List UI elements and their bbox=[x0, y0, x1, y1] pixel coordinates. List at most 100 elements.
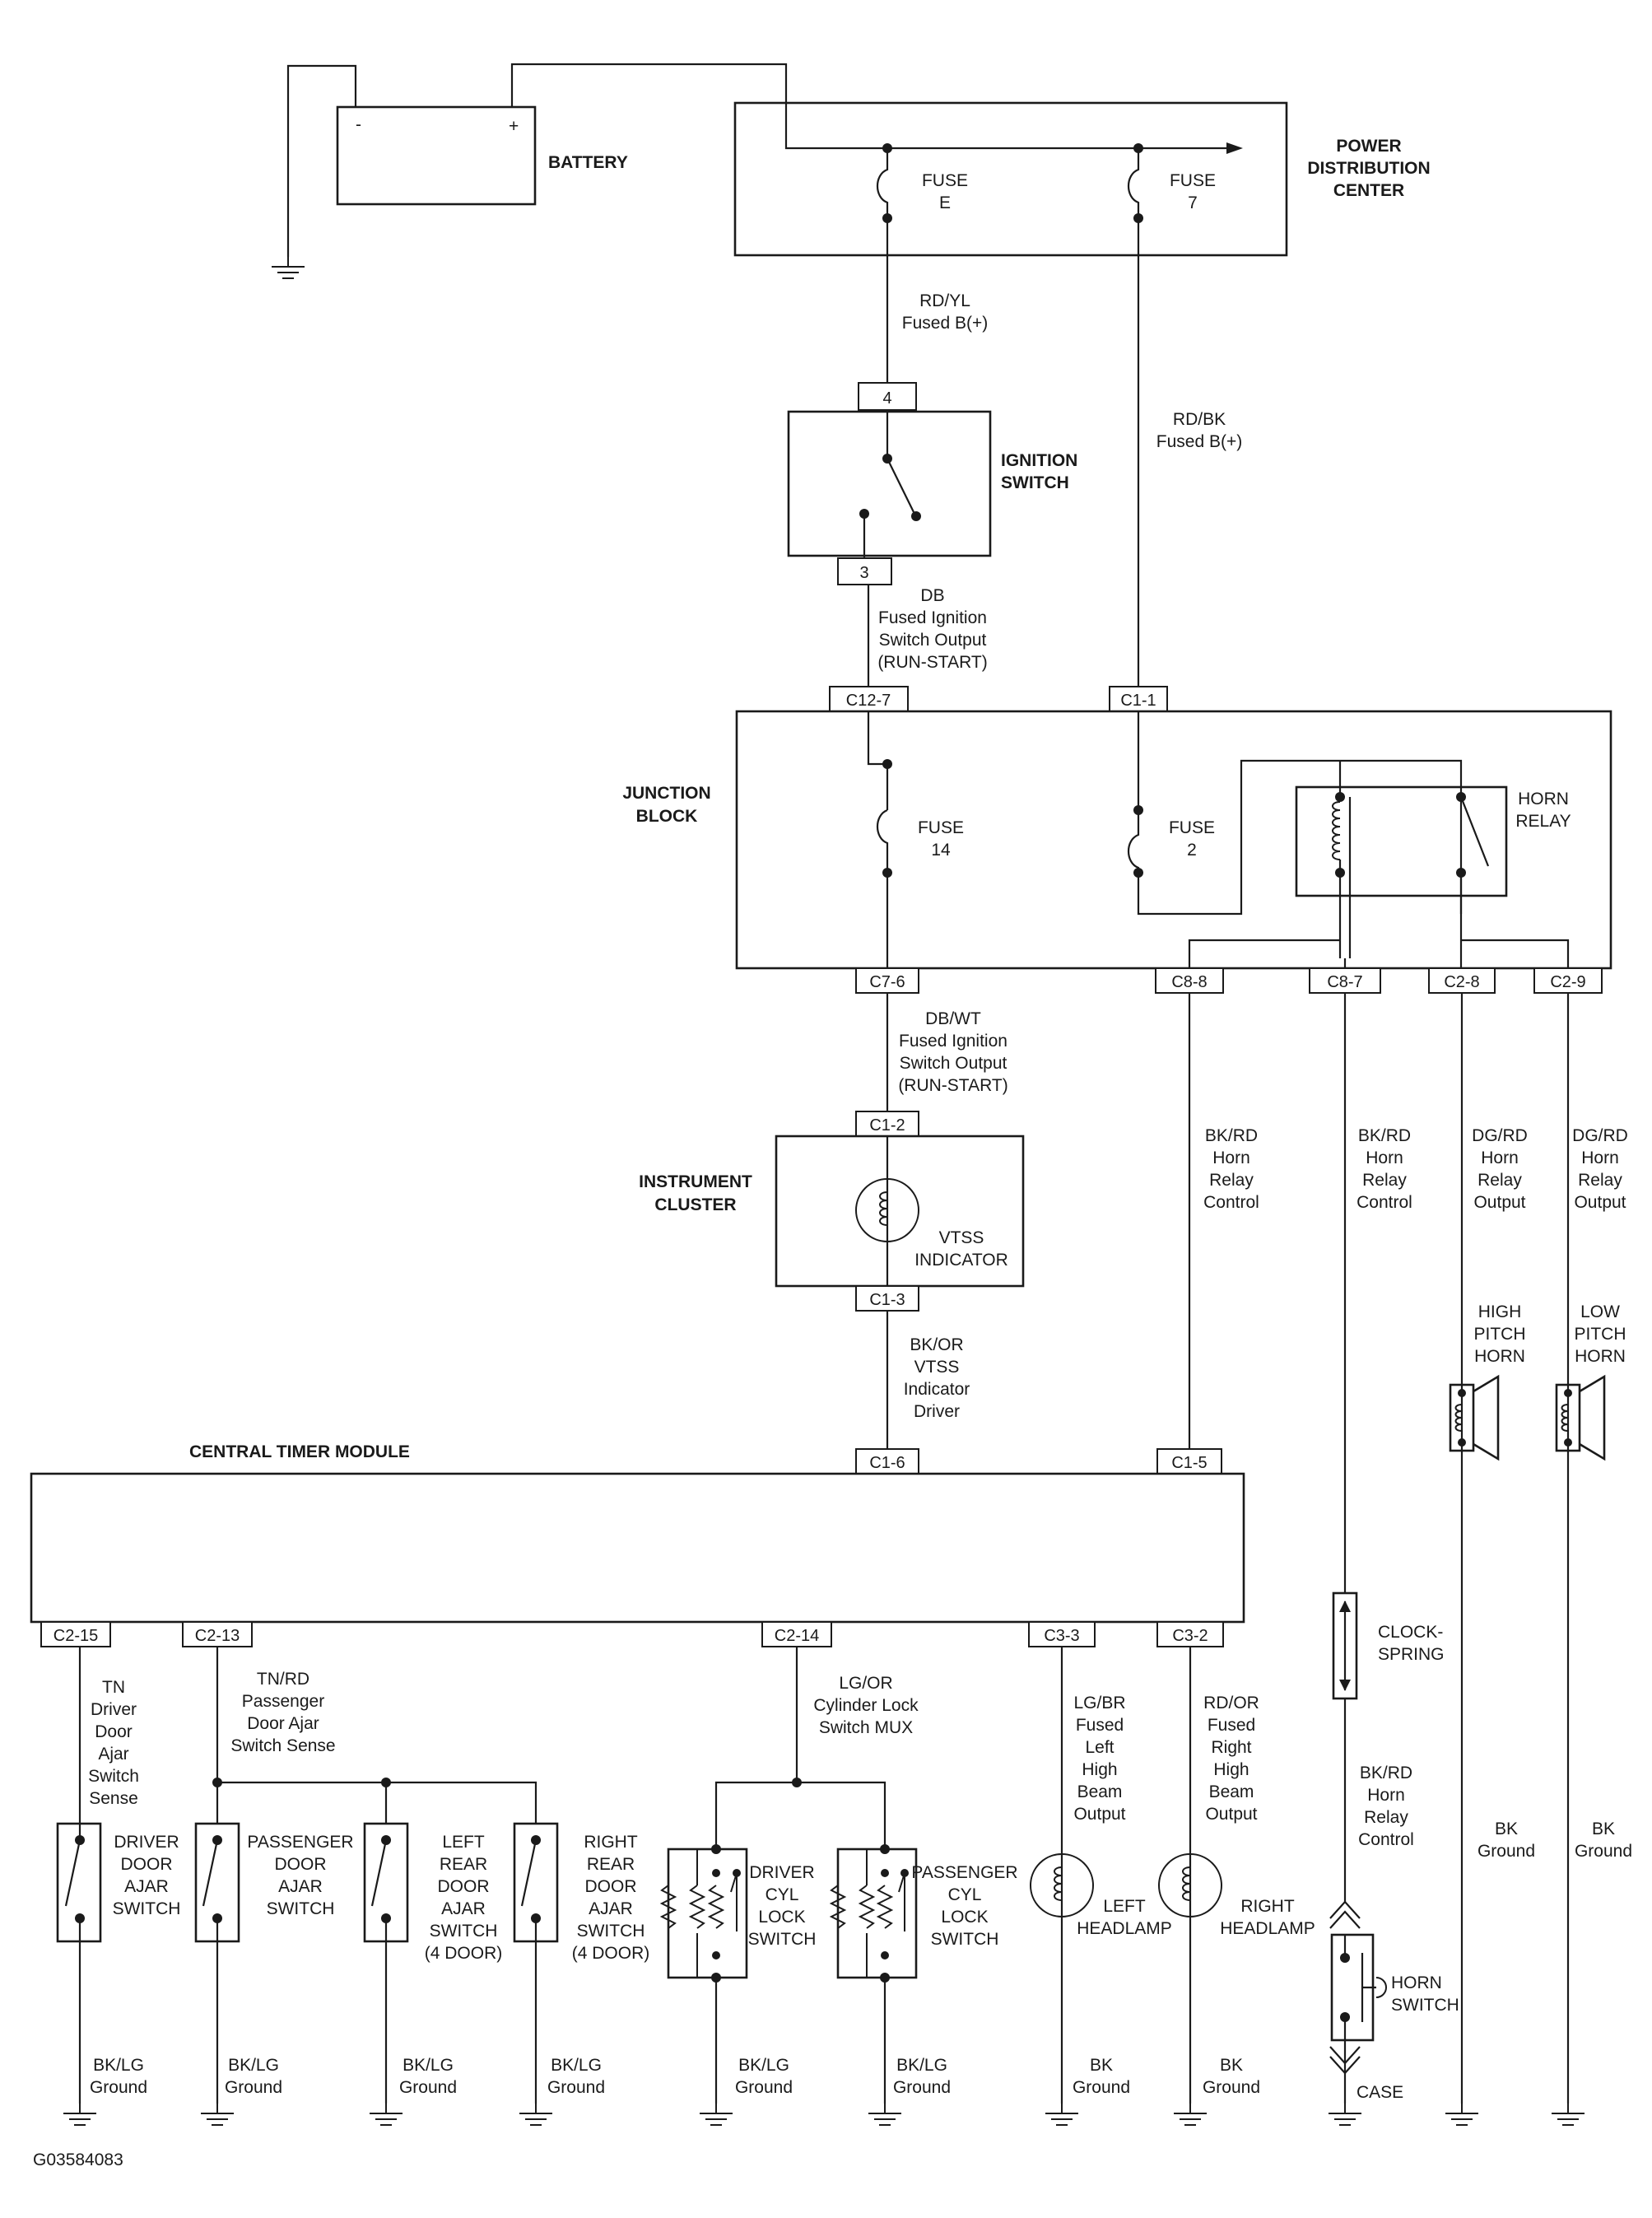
wire-lg-br-2: Fused bbox=[1076, 1716, 1124, 1735]
conn-c2-14: C2-14 bbox=[775, 1627, 819, 1645]
horn-relay-label-1: HORN bbox=[1518, 790, 1569, 808]
wire-bk-or-3: Indicator bbox=[904, 1380, 970, 1399]
conn-ctm-c1-5: C1-5 bbox=[1171, 1454, 1207, 1472]
g-pass-ajar-1: BK/LG bbox=[228, 2056, 279, 2075]
horn-switch: HORN SWITCH CASE bbox=[1328, 1900, 1459, 2126]
conn-ctm-c1-6: C1-6 bbox=[869, 1454, 905, 1472]
wire-lg-br-4: High bbox=[1082, 1760, 1117, 1779]
pass-lock-label-3: LOCK bbox=[941, 1908, 988, 1927]
conn-c3-3: C3-3 bbox=[1044, 1627, 1079, 1645]
wire-tn-rd-2: Passenger bbox=[242, 1692, 324, 1711]
wire-tn-4: Ajar bbox=[98, 1745, 128, 1764]
g-driver-lock-2: Ground bbox=[735, 2078, 793, 2097]
lr-ajar-label-2: REAR bbox=[440, 1855, 487, 1874]
wire-rd-or-1: RD/OR bbox=[1203, 1694, 1259, 1712]
clockspring: CLOCK- SPRING bbox=[1332, 1591, 1445, 1700]
pass-lock-label-2: CYL bbox=[948, 1885, 982, 1904]
conn-c7-6: C7-6 bbox=[869, 973, 905, 991]
conn-c8-7: C8-7 bbox=[1327, 973, 1362, 991]
left-headlamp-label-1: LEFT bbox=[1103, 1897, 1146, 1916]
wire-bk-or-2: VTSS bbox=[914, 1358, 960, 1377]
wire-horn-sw-3: Relay bbox=[1364, 1808, 1408, 1827]
battery: - + BATTERY bbox=[271, 63, 1243, 279]
ignition-pin-3: 3 bbox=[859, 564, 868, 582]
wire-rd-or-4: High bbox=[1213, 1760, 1249, 1779]
rr-ajar-label-6: (4 DOOR) bbox=[572, 1944, 650, 1963]
wire-c29-2: Horn bbox=[1581, 1149, 1619, 1167]
instrument-cluster: C1-2 INSTRUMENT CLUSTER VTSS INDICATOR C… bbox=[639, 1111, 1025, 1312]
pass-lock-label-4: SWITCH bbox=[931, 1930, 999, 1949]
high-horn-label-2: PITCH bbox=[1474, 1325, 1526, 1344]
ignition-switch: 4 3 IGNITION SWITCH bbox=[787, 382, 1077, 585]
driver-lock-label-1: DRIVER bbox=[749, 1863, 814, 1882]
wire-c87-1: BK/RD bbox=[1358, 1126, 1411, 1145]
conn-c1-1: C1-1 bbox=[1120, 692, 1156, 710]
wire-db-wt-2: Fused Ignition bbox=[899, 1032, 1007, 1051]
wire-tn-rd-1: TN/RD bbox=[257, 1670, 309, 1689]
wire-db-wt-4: (RUN-START) bbox=[898, 1076, 1007, 1095]
pdc-label-2: DISTRIBUTION bbox=[1307, 159, 1430, 178]
g-driver-ajar-2: Ground bbox=[90, 2078, 147, 2097]
driver-lock-label-3: LOCK bbox=[758, 1908, 805, 1927]
g-pass-lock-1: BK/LG bbox=[896, 2056, 947, 2075]
wire-horn-sw-1: BK/RD bbox=[1360, 1764, 1412, 1782]
driver-lock-label-2: CYL bbox=[766, 1885, 799, 1904]
wire-db-wt-3: Switch Output bbox=[900, 1054, 1007, 1073]
low-horn-label-1: LOW bbox=[1580, 1302, 1620, 1321]
wire-horn-sw-2: Horn bbox=[1367, 1786, 1405, 1805]
clockspring-label-2: SPRING bbox=[1378, 1645, 1445, 1664]
right-headlamp: RIGHT HEADLAMP bbox=[1158, 1853, 1315, 1938]
wire-rd-or-6: Output bbox=[1205, 1805, 1257, 1824]
junction-label-2: BLOCK bbox=[636, 807, 698, 826]
g-driver-ajar-1: BK/LG bbox=[93, 2056, 144, 2075]
passenger-cyl-lock-switch: PASSENGER CYL LOCK SWITCH bbox=[829, 1824, 1018, 1983]
power-distribution-center: POWER DISTRIBUTION CENTER FUSE E FUSE 7 bbox=[733, 101, 1431, 257]
high-horn-ground-2: Ground bbox=[1477, 1842, 1535, 1861]
g-lr-ajar-1: BK/LG bbox=[403, 2056, 454, 2075]
wire-c88-4: Control bbox=[1203, 1193, 1259, 1212]
pdc-label-1: POWER bbox=[1336, 137, 1401, 156]
conn-c2-13: C2-13 bbox=[195, 1627, 240, 1645]
g-right-lamp-2: Ground bbox=[1203, 2078, 1260, 2097]
junction-block: C12-7 C1-1 JUNCTION BLOCK FUSE 14 FUSE 2… bbox=[622, 686, 1612, 970]
fuse-2-label-1: FUSE bbox=[1169, 818, 1215, 837]
ctm-label: CENTRAL TIMER MODULE bbox=[189, 1442, 410, 1461]
horn-relay-label-2: RELAY bbox=[1515, 812, 1571, 831]
driver-ajar-label-1: DRIVER bbox=[114, 1833, 179, 1852]
driver-ajar-label-4: SWITCH bbox=[113, 1899, 181, 1918]
wire-c87-3: Relay bbox=[1362, 1171, 1407, 1190]
g-left-lamp-1: BK bbox=[1090, 2056, 1113, 2075]
left-rear-door-ajar-switch: LEFT REAR DOOR AJAR SWITCH (4 DOOR) bbox=[363, 1822, 503, 1963]
wire-lg-or-1: LG/OR bbox=[839, 1674, 892, 1693]
g-pass-ajar-2: Ground bbox=[225, 2078, 282, 2097]
right-headlamp-label-1: RIGHT bbox=[1240, 1897, 1295, 1916]
wire-rd-bk-2: Fused B(+) bbox=[1156, 432, 1242, 451]
wire-c29-1: DG/RD bbox=[1572, 1126, 1628, 1145]
lr-ajar-label-6: (4 DOOR) bbox=[425, 1944, 503, 1963]
pass-ajar-label-4: SWITCH bbox=[267, 1899, 335, 1918]
wire-bk-or-4: Driver bbox=[914, 1402, 960, 1421]
wire-c29-3: Relay bbox=[1578, 1171, 1622, 1190]
rr-ajar-label-5: SWITCH bbox=[577, 1922, 645, 1941]
rr-ajar-label-2: REAR bbox=[587, 1855, 635, 1874]
cluster-label-2: CLUSTER bbox=[654, 1195, 736, 1214]
wire-lg-or-2: Cylinder Lock bbox=[813, 1696, 919, 1715]
conn-c2-8: C2-8 bbox=[1444, 973, 1479, 991]
wire-c28-3: Relay bbox=[1477, 1171, 1522, 1190]
low-horn-label-2: PITCH bbox=[1575, 1325, 1626, 1344]
conn-c12-7: C12-7 bbox=[846, 692, 891, 710]
lr-ajar-label-5: SWITCH bbox=[430, 1922, 498, 1941]
fuse-2-label-2: 2 bbox=[1187, 841, 1197, 860]
passenger-door-ajar-switch: PASSENGER DOOR AJAR SWITCH bbox=[194, 1822, 354, 1943]
wire-c28-4: Output bbox=[1473, 1193, 1525, 1212]
wire-c88-1: BK/RD bbox=[1205, 1126, 1258, 1145]
g-rr-ajar-2: Ground bbox=[547, 2078, 605, 2097]
wire-rd-yl-1: RD/YL bbox=[919, 291, 970, 310]
fuse-7-label-1: FUSE bbox=[1170, 171, 1216, 190]
wire-c88-3: Relay bbox=[1209, 1171, 1254, 1190]
wire-tn-1: TN bbox=[102, 1678, 125, 1697]
junction-label-1: JUNCTION bbox=[622, 784, 710, 803]
conn-ic-c1-2: C1-2 bbox=[869, 1116, 905, 1135]
g-pass-lock-2: Ground bbox=[893, 2078, 951, 2097]
driver-lock-label-4: SWITCH bbox=[748, 1930, 817, 1949]
